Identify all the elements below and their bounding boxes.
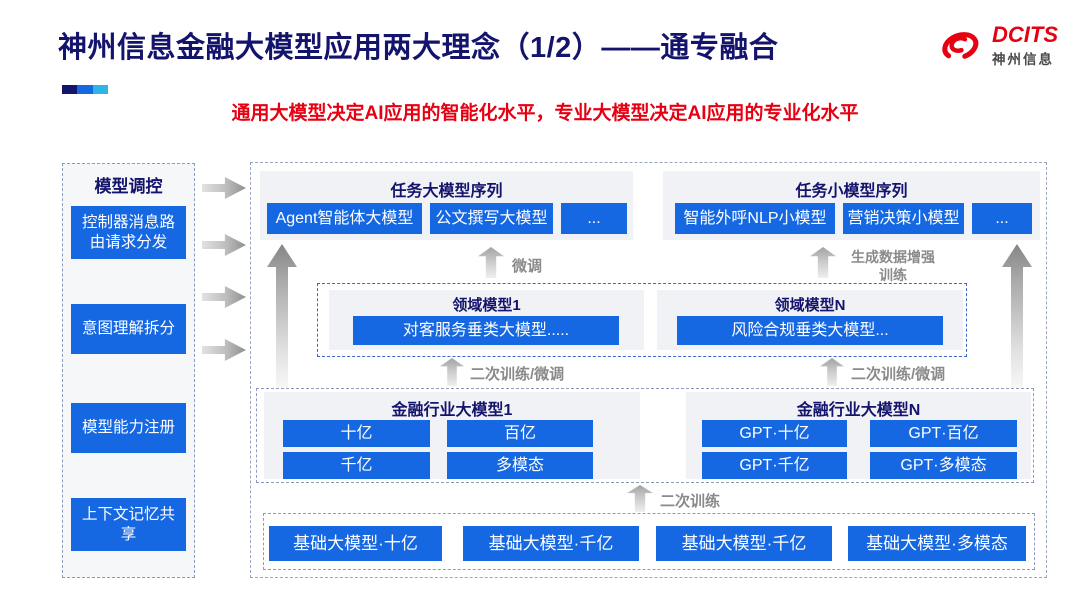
model-box-marketing: 营销决策小模型 — [843, 203, 964, 234]
task-small-model-section: 任务小模型序列 智能外呼NLP小模型 营销决策小模型 ... — [663, 171, 1040, 240]
model-box-document-writing: 公文撰写大模型 — [430, 203, 553, 234]
sidebar-item-capability: 模型能力注册 — [71, 403, 186, 453]
base-models-frame: 基础大模型·十亿 基础大模型·千亿 基础大模型·千亿 基础大模型·多模态 — [263, 513, 1035, 570]
page-title: 神州信息金融大模型应用两大理念（1/2）——通专融合 — [58, 32, 779, 64]
logo-brand-text: DCITS — [992, 22, 1058, 47]
finetune-label: 微调 — [512, 258, 543, 275]
task-large-model-section: 任务大模型序列 Agent智能体大模型 公文撰写大模型 ... — [260, 171, 633, 240]
model-box-gpt-1b: GPT·十亿 — [702, 420, 847, 447]
model-box-ellipsis: ... — [972, 203, 1032, 234]
flow-right-arrow-icon — [202, 339, 246, 361]
section-title: 领域模型1 — [452, 297, 521, 314]
model-box-agent: Agent智能体大模型 — [267, 203, 422, 234]
section-title: 任务大模型序列 — [390, 183, 503, 200]
sidebar-item-intent: 意图理解拆分 — [71, 304, 186, 354]
dcits-swirl-icon — [942, 32, 979, 59]
sidebar-item-context: 上下文记忆共 享 — [71, 498, 186, 551]
retrain-finetune-label-right: 二次训练/微调 — [851, 366, 946, 383]
domain-model-n-section: 领域模型N 风险合规垂类大模型... — [657, 290, 963, 350]
model-box-10b: 百亿 — [447, 420, 593, 447]
model-control-panel: 模型调控 控制器消息路 由请求分发 意图理解拆分 模型能力注册 上下文记忆共 享 — [62, 163, 195, 578]
model-box-outbound-nlp: 智能外呼NLP小模型 — [675, 203, 835, 234]
flow-right-arrow-icon — [202, 177, 246, 199]
company-logo: DCITS 神州信息 — [936, 20, 1066, 72]
section-title: 领域模型N — [774, 297, 846, 314]
sidebar-item-router: 控制器消息路 由请求分发 — [71, 206, 186, 259]
base-model-100b-b: 基础大模型·千亿 — [656, 526, 832, 561]
model-box-gpt-100b: GPT·千亿 — [702, 452, 847, 479]
base-model-multimodal: 基础大模型·多模态 — [848, 526, 1026, 561]
section-title: 金融行业大模型N — [796, 402, 921, 419]
model-box-100b: 千亿 — [283, 452, 430, 479]
section-title: 任务小模型序列 — [795, 183, 908, 200]
model-box-multimodal: 多模态 — [447, 452, 593, 479]
flow-right-arrow-icon — [202, 234, 246, 256]
section-title: 金融行业大模型1 — [391, 402, 513, 419]
subtitle: 通用大模型决定AI应用的智能化水平，专业大模型决定AI应用的专业化水平 — [231, 103, 859, 124]
model-box-gpt-multimodal: GPT·多模态 — [870, 452, 1017, 479]
accent-bar — [62, 85, 108, 94]
gen-data-label: 生成数据增强 训练 — [851, 249, 935, 283]
model-box-ellipsis: ... — [561, 203, 627, 234]
flow-right-arrow-icon — [202, 286, 246, 308]
retrain-finetune-label-left: 二次训练/微调 — [470, 366, 565, 383]
retrain-label: 二次训练 — [660, 493, 721, 510]
logo-company-text: 神州信息 — [992, 52, 1054, 67]
model-box-customer-service: 对客服务垂类大模型..... — [353, 316, 619, 345]
industry-model-n-section: 金融行业大模型N GPT·十亿 GPT·百亿 GPT·千亿 GPT·多模态 — [686, 392, 1031, 479]
base-model-1b: 基础大模型·十亿 — [269, 526, 442, 561]
sidebar-title: 模型调控 — [94, 177, 163, 196]
industry-model-1-section: 金融行业大模型1 十亿 百亿 千亿 多模态 — [264, 392, 640, 479]
base-model-100b-a: 基础大模型·千亿 — [463, 526, 639, 561]
model-box-gpt-10b: GPT·百亿 — [870, 420, 1017, 447]
model-box-1b: 十亿 — [283, 420, 430, 447]
model-box-risk-compliance: 风险合规垂类大模型... — [677, 316, 943, 345]
domain-model-1-section: 领域模型1 对客服务垂类大模型..... — [329, 290, 644, 350]
